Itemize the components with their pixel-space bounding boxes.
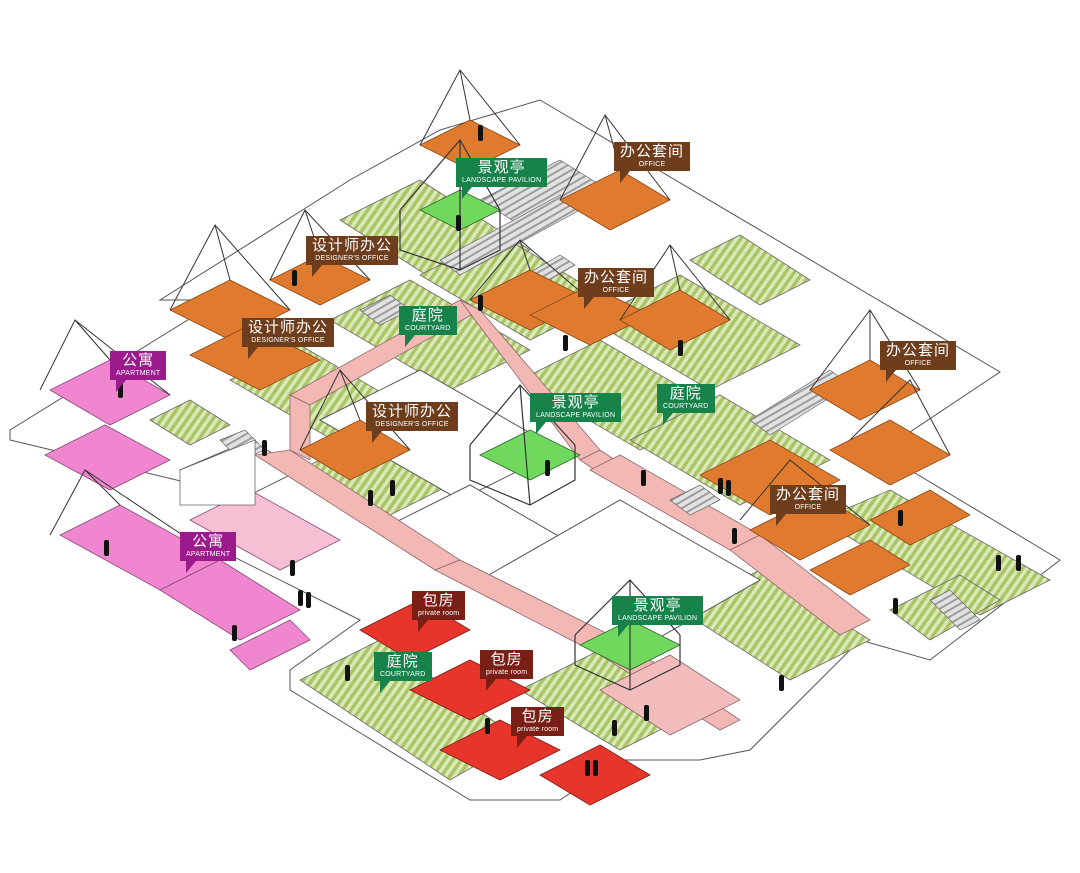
label-cn: 办公套间 (886, 341, 951, 359)
label-designer-office-1: 设计师办公 DESIGNER'S OFFICE (306, 236, 399, 278)
stair-strips (219, 159, 981, 631)
label-cn: 办公套间 (584, 268, 649, 286)
label-cn: 庭院 (669, 384, 702, 402)
label-cn: 景观亭 (551, 393, 600, 411)
label-private-room-3: 包房 private room (511, 707, 565, 749)
label-private-room-2: 包房 private room (480, 650, 534, 692)
label-courtyard-1: 庭院 COURTYARD (399, 306, 457, 348)
label-cn: 办公套间 (620, 142, 685, 160)
label-cn: 包房 (521, 707, 554, 725)
label-office-top: 办公套间 OFFICE (614, 142, 691, 184)
label-en: APARTMENT (186, 550, 231, 558)
label-cn: 办公套间 (776, 485, 841, 503)
label-courtyard-3: 庭院 COURTYARD (374, 652, 432, 694)
label-cn: 设计师办公 (248, 318, 329, 336)
label-pavilion-center: 景观亭 LANDSCAPE PAVILION (530, 393, 622, 435)
label-cn: 公寓 (122, 351, 155, 369)
label-pavilion-top: 景观亭 LANDSCAPE PAVILION (456, 158, 548, 200)
label-cn: 景观亭 (633, 596, 682, 614)
label-cn: 设计师办公 (372, 402, 453, 420)
label-designer-office-2: 设计师办公 DESIGNER'S OFFICE (242, 318, 335, 360)
label-en: private room (517, 725, 559, 733)
label-apartment-2: 公寓 APARTMENT (180, 532, 237, 574)
label-designer-office-3: 设计师办公 DESIGNER'S OFFICE (366, 402, 459, 444)
label-en: DESIGNER'S OFFICE (315, 254, 389, 262)
label-en: private room (486, 668, 528, 676)
label-en: COURTYARD (405, 324, 451, 332)
label-office-lower: 办公套间 OFFICE (770, 485, 847, 527)
label-cn: 设计师办公 (312, 236, 393, 254)
label-en: COURTYARD (380, 670, 426, 678)
label-cn: 包房 (422, 591, 455, 609)
label-private-room-1: 包房 private room (412, 591, 466, 633)
label-en: OFFICE (904, 359, 932, 367)
label-en: private room (418, 609, 460, 617)
label-en: LANDSCAPE PAVILION (462, 176, 542, 184)
label-pavilion-bottom: 景观亭 LANDSCAPE PAVILION (612, 596, 704, 638)
apartment-floors (44, 359, 341, 671)
label-cn: 庭院 (386, 652, 419, 670)
label-en: COURTYARD (663, 402, 709, 410)
label-cn: 公寓 (192, 532, 225, 550)
label-en: OFFICE (602, 286, 630, 294)
label-apartment-1: 公寓 APARTMENT (110, 351, 167, 393)
label-en: DESIGNER'S OFFICE (375, 420, 449, 428)
label-office-mid: 办公套间 OFFICE (578, 268, 655, 310)
label-cn: 包房 (490, 650, 523, 668)
label-en: OFFICE (794, 503, 822, 511)
label-en: LANDSCAPE PAVILION (536, 411, 616, 419)
label-en: APARTMENT (116, 369, 161, 377)
label-en: DESIGNER'S OFFICE (251, 336, 325, 344)
label-en: LANDSCAPE PAVILION (618, 614, 698, 622)
label-courtyard-2: 庭院 COURTYARD (657, 384, 715, 426)
label-en: OFFICE (638, 160, 666, 168)
label-cn: 景观亭 (477, 158, 526, 176)
label-office-right: 办公套间 OFFICE (880, 341, 957, 383)
label-cn: 庭院 (411, 306, 444, 324)
